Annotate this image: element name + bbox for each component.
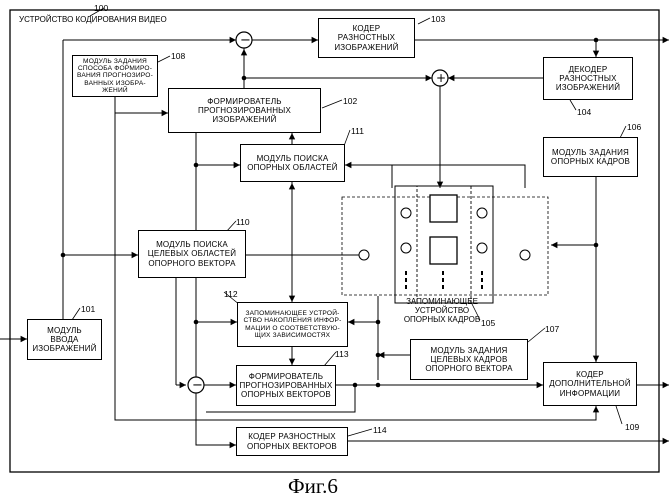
memory-slot-0: [401, 208, 411, 218]
correspondence-storage-block: ЗАПОМИНАЮЩЕЕ УСТРОЙ- СТВО НАКОПЛЕНИЯ ИНФ…: [237, 302, 348, 347]
ref-frame-setting-block: МОДУЛЬ ЗАДАНИЯ ОПОРНЫХ КАДРОВ: [543, 137, 638, 177]
pred-ref-vector-generator-block: ФОРМИРОВАТЕЛЬ ПРОГНОЗИРОВАННЫХ ОПОРНЫХ В…: [236, 365, 336, 406]
ref-leader-12: [570, 100, 576, 110]
memory-dot-1: [405, 278, 407, 282]
method-to-gen: [115, 97, 168, 113]
memory-frame-2: [430, 237, 457, 264]
memory-slot-2: [477, 208, 487, 218]
memory-frame-1: [430, 195, 457, 222]
diff-ref-vector-encoder-block: КОДЕР РАЗНОСТНЫХ ОПОРНЫХ ВЕКТОРОВ: [236, 427, 348, 456]
pred-junction: [242, 76, 247, 81]
adder-arrow-pred: [426, 75, 432, 81]
pred-method-module-block: МОДУЛЬ ЗАДАНИЯ СПОСОБА ФОРМИРО- ВАНИЯ ПР…: [72, 55, 158, 97]
refset-junction: [594, 243, 599, 248]
diff-image-encoder-ref: 103: [431, 14, 445, 24]
ref-leader-14: [348, 429, 372, 436]
vec-out-arrow: [663, 438, 669, 444]
ref-area-search-block: МОДУЛЬ ПОИСКА ОПОРНЫХ ОБЛАСТЕЙ: [240, 144, 345, 182]
aux-info-encoder-ref: 109: [625, 422, 639, 432]
tfs-arrow: [378, 352, 384, 358]
target-area-search-ref: 110: [236, 217, 250, 227]
aux-info-encoder-block: КОДЕР ДОПОЛНИТЕЛЬНОЙ ИНФОРМАЦИИ: [543, 362, 637, 406]
search-arrow-mem: [345, 162, 351, 168]
ref-leader-1: [418, 18, 430, 24]
ref-frame-memory-label: ЗАПОМИНАЮЩЕЕ УСТРОЙСТВО ОПОРНЫХ КАДРОВ: [390, 297, 494, 325]
memory-dot-2: [405, 285, 407, 289]
aux-arrow-method: [593, 406, 599, 412]
aux-out-arrow: [663, 382, 669, 388]
bus-junction-storage: [194, 320, 199, 325]
search-up-arrow: [289, 183, 295, 189]
memory-dot-7: [442, 278, 444, 282]
subtract-arrow-in: [230, 37, 236, 43]
sub2-arrow: [180, 382, 186, 388]
figure-caption: Фиг.6: [288, 474, 338, 499]
memory-slot-3: [477, 243, 487, 253]
adder-arrow-in: [448, 75, 454, 81]
memory-arrow-refset: [551, 242, 557, 248]
ref-leader-2: [158, 56, 170, 62]
vecgen-junction-2: [376, 383, 381, 388]
image-input-module-block: МОДУЛЬ ВВОДА ИЗОБРАЖЕНИЙ: [27, 319, 102, 360]
memory-dot-8: [442, 285, 444, 289]
image-input-module-ref: 101: [81, 304, 95, 314]
memory-dot-5: [481, 285, 483, 289]
pred-method-module-ref: 108: [171, 51, 185, 61]
memory-slot-1: [401, 243, 411, 253]
memory-dot-0: [405, 271, 407, 275]
diff-ref-vector-encoder-ref: 114: [373, 425, 387, 435]
pred-ref-vector-generator-ref: 113: [335, 349, 349, 359]
ref-area-search-ref: 111: [351, 126, 364, 136]
ref-leader-10: [528, 328, 545, 342]
subtractor-sign: −: [240, 33, 251, 48]
gen-arrow: [289, 133, 295, 139]
target-frame-setting-ref: 107: [545, 324, 559, 334]
memory-dot-6: [442, 271, 444, 275]
sub-up-arrow: [241, 49, 247, 55]
outer-frame-ref: 100: [94, 3, 108, 13]
memory-dot-4: [481, 278, 483, 282]
adder-sign: +: [436, 71, 446, 85]
memory-dot-3: [481, 271, 483, 275]
outer-frame-label: УСТРОЙСТВО КОДИРОВАНИЯ ВИДЕО: [19, 15, 167, 24]
diff-image-decoder-block: ДЕКОДЕР РАЗНОСТНЫХ ИЗОБРАЖЕНИЙ: [543, 57, 633, 100]
target-frame-setting-block: МОДУЛЬ ЗАДАНИЯ ЦЕЛЕВЫХ КАДРОВ ОПОРНОГО В…: [410, 339, 528, 380]
ref-leader-3: [322, 100, 342, 108]
ref-frame-setting-ref: 106: [627, 122, 641, 132]
diff-image-decoder-ref: 104: [577, 107, 591, 117]
diff-image-encoder-block: КОДЕР РАЗНОСТНЫХ ИЗОБРАЖЕНИЙ: [318, 18, 415, 58]
output-arrow: [663, 37, 669, 43]
vector-subtractor-sign: −: [192, 378, 203, 393]
memory-slot-5: [520, 250, 530, 260]
target-area-search-block: МОДУЛЬ ПОИСКА ЦЕЛЕВЫХ ОБЛАСТЕЙ ОПОРНОГО …: [138, 230, 246, 278]
storage-arrow-right: [348, 319, 354, 325]
trunk-junction: [61, 253, 66, 258]
memory-slot-4: [359, 250, 369, 260]
ref-frame-memory-ref: 105: [481, 318, 495, 328]
memory-arrow: [437, 182, 443, 188]
pred-image-generator-ref: 102: [343, 96, 357, 106]
ref-leader-13: [616, 406, 622, 424]
correspondence-storage-ref: 112: [224, 289, 238, 299]
memory-to-search: [345, 165, 525, 188]
pred-image-generator-block: ФОРМИРОВАТЕЛЬ ПРОГНОЗИРОВАННЫХ ИЗОБРАЖЕН…: [168, 88, 321, 133]
